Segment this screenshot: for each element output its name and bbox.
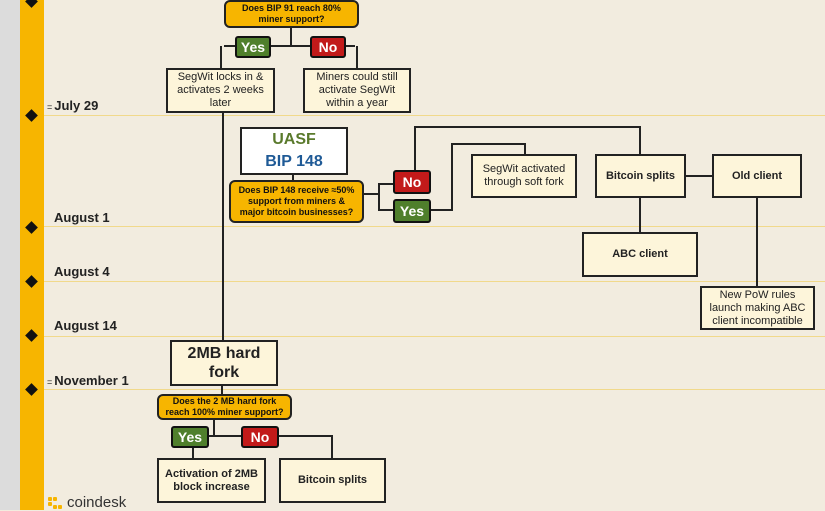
bitcoin-splits-box-2: Bitcoin splits (279, 458, 386, 503)
timeline-bar (20, 0, 44, 510)
date-july-29: =July 29 (47, 98, 99, 113)
date-november-1: =November 1 (47, 373, 129, 388)
abc-client-box: ABC client (582, 232, 698, 277)
activation-2mb-box: Activation of 2MB block increase (157, 458, 266, 503)
gridline (44, 115, 825, 116)
segwit-locks-box: SegWit locks in & activates 2 weeks late… (166, 68, 275, 113)
uasf-box: UASF BIP 148 (240, 127, 348, 175)
bip148-label: BIP 148 (265, 153, 323, 170)
uasf-label: UASF (272, 131, 316, 148)
date-august-14: August 14 (54, 318, 117, 333)
date-august-1: August 1 (54, 210, 110, 225)
no-badge: No (393, 170, 431, 194)
yes-badge: Yes (171, 426, 209, 448)
question-2mb: Does the 2 MB hard fork reach 100% miner… (157, 394, 292, 420)
no-badge: No (241, 426, 279, 448)
miners-still-box: Miners could still activate SegWit withi… (303, 68, 411, 113)
coindesk-logo: coindesk (48, 494, 126, 511)
date-august-4: August 4 (54, 264, 110, 279)
segwit-soft-fork-box: SegWit activated through soft fork (471, 154, 577, 198)
hard-fork-box: 2MB hard fork (170, 340, 278, 386)
left-margin (0, 0, 20, 510)
logo-text: coindesk (67, 494, 127, 511)
bitcoin-splits-box: Bitcoin splits (595, 154, 686, 198)
old-client-box: Old client (712, 154, 802, 198)
gridline (44, 336, 825, 337)
gridline (44, 226, 825, 227)
yes-badge: Yes (235, 36, 271, 58)
gridline (44, 281, 825, 282)
yes-badge: Yes (393, 199, 431, 223)
no-badge: No (310, 36, 346, 58)
question-bip148: Does BIP 148 receive ≈50% support from m… (229, 180, 364, 223)
new-pow-rules-box: New PoW rules launch making ABC client i… (700, 286, 815, 330)
gridline (44, 389, 825, 390)
coindesk-logo-icon (48, 496, 62, 509)
question-bip91: Does BIP 91 reach 80% miner support? (224, 0, 359, 28)
